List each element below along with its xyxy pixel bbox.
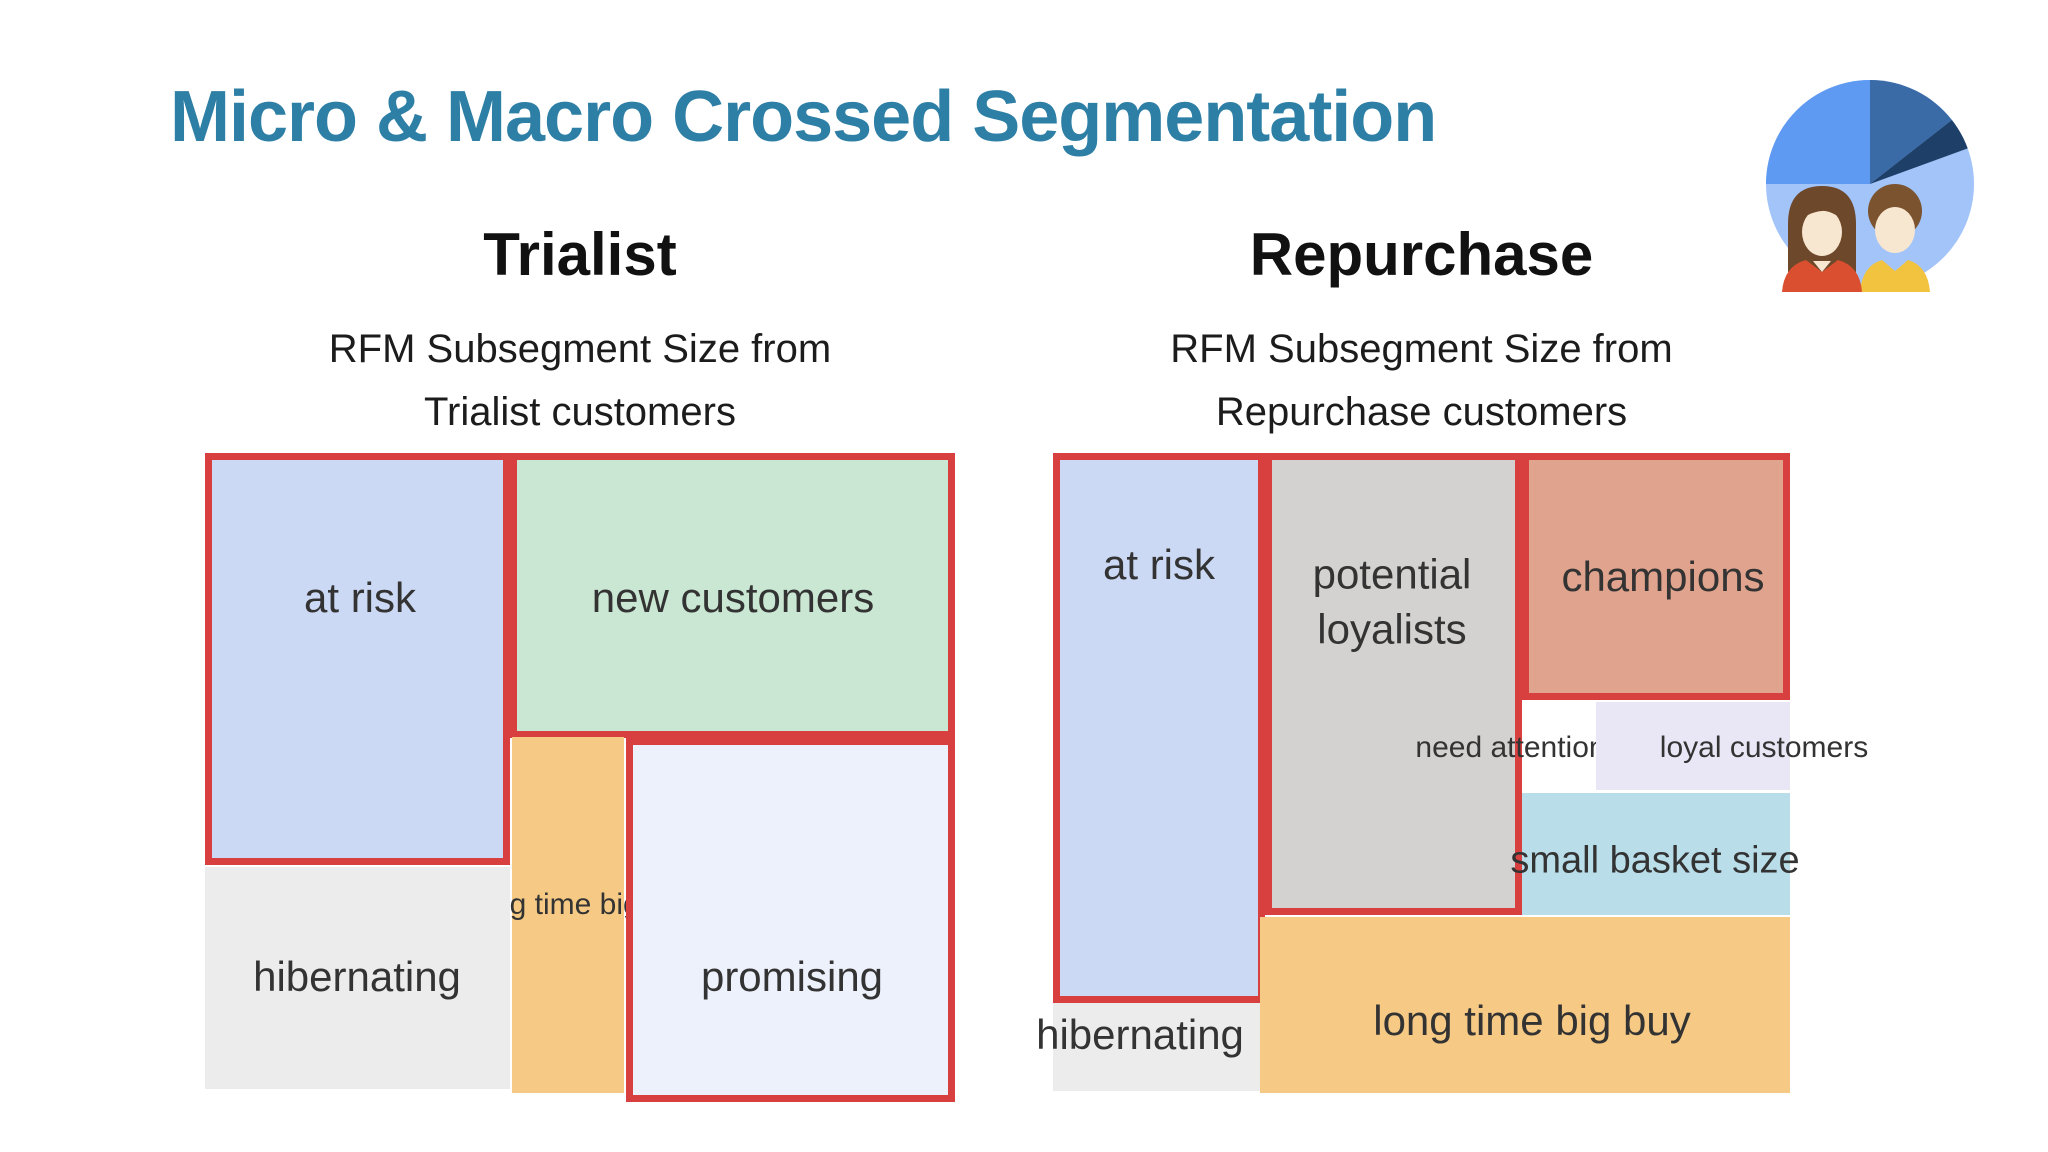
- trialist-segment-at-risk: [205, 453, 510, 865]
- repurchase-segment-label-at-risk: at risk: [1102, 541, 1216, 588]
- repurchase-segment-loyal-customers: [1596, 702, 1790, 790]
- repurchase-treemap: at risk potential loyalists champions need …: [1036, 453, 1868, 1113]
- trialist-subtitle-line1: RFM Subsegment Size from: [328, 327, 832, 371]
- trialist-subtitle-line2: Trialist customers: [424, 390, 736, 434]
- trialist-segment-hibernating: [205, 867, 510, 1089]
- trialist-segment-label-hibernating: hibernating: [253, 953, 461, 1000]
- pie-chart-people-icon: [1766, 80, 1974, 292]
- repurchase-segment-label-loyal-customers: loyal customers: [1659, 731, 1869, 764]
- repurchase-segment-label-long-time-big-buy: long time big buy: [1373, 997, 1691, 1044]
- repurchase-heading: Repurchase: [1249, 221, 1594, 288]
- repurchase-segment-hibernating: [1053, 1003, 1260, 1091]
- trialist-segment-long-time-big-buy: [512, 737, 624, 1093]
- person-right-icon: [1860, 184, 1930, 292]
- repurchase-segment-long-time-big-buy: [1260, 917, 1790, 1093]
- repurchase-segment-label-champions: champions: [1561, 553, 1765, 600]
- repurchase-segment-small-basket-size: [1522, 793, 1790, 915]
- repurchase-segment-at-risk: [1053, 453, 1265, 1003]
- repurchase-segment-need-attentions: [1522, 700, 1596, 792]
- trialist-segment-label-promising: promising: [700, 953, 884, 1000]
- repurchase-segment-champions: [1522, 453, 1790, 700]
- repurchase-segment-label-potential-loyalists: potential loyalists: [1312, 550, 1472, 653]
- trialist-segment-promising: [626, 738, 955, 1102]
- repurchase-segment-label-hibernating: hibernating: [1036, 1011, 1244, 1058]
- person-left-icon: [1782, 186, 1862, 292]
- repurchase-subtitle-line2: Repurchase customers: [1215, 390, 1628, 434]
- repurchase-segment-label-need-attentions: need attentions: [1415, 731, 1621, 764]
- repurchase-segment-label-small-basket-size: small basket size: [1510, 839, 1800, 882]
- trialist-segment-new-customers: [510, 453, 955, 738]
- page-title: Micro & Macro Crossed Segmentation: [170, 77, 1437, 157]
- trialist-heading: Trialist: [483, 221, 677, 288]
- trialist-segment-label-new-customers: new customers: [591, 574, 875, 621]
- repurchase-subtitle-line1: RFM Subsegment Size from: [1170, 327, 1673, 371]
- trialist-subtitle: RFM Subsegment Size from Trialist custom…: [205, 318, 955, 444]
- repurchase-subtitle: RFM Subsegment Size from Repurchase cust…: [1053, 318, 1790, 444]
- trialist-segment-label-at-risk: at risk: [303, 574, 417, 621]
- repurchase-segment-potential-loyalists: [1265, 453, 1522, 915]
